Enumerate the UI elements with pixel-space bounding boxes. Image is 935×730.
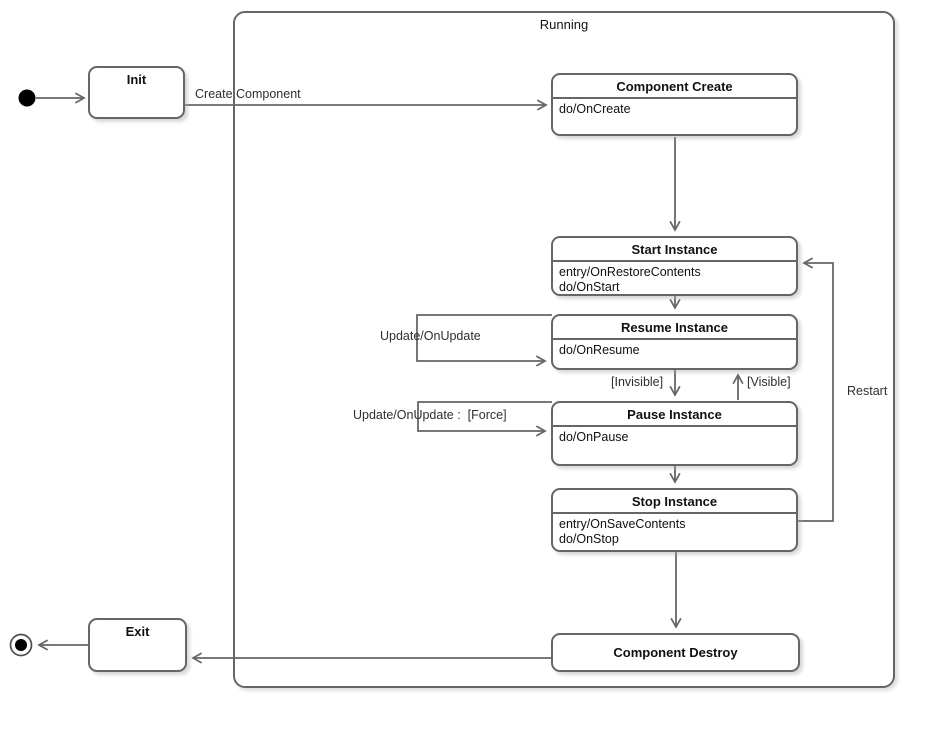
state-component-create[interactable]: Component Create do/OnCreate [551,73,798,136]
state-pause-instance-title: Pause Instance [553,403,796,427]
initial-state-icon [18,89,36,107]
state-resume-instance-title: Resume Instance [553,316,796,340]
state-exit-label: Exit [125,624,150,639]
final-state-icon [9,633,33,657]
state-component-destroy[interactable]: Component Destroy [551,633,800,672]
state-init[interactable]: Init [88,66,185,119]
state-resume-instance[interactable]: Resume Instance do/OnResume [551,314,798,370]
transition-label-update-force: Update/OnUpdate : [Force] [353,408,507,422]
transition-label-invisible: [Invisible] [611,375,664,389]
transition-resume-self-loop [416,314,552,367]
state-init-label: Init [126,72,147,87]
state-start-instance-activity: do/OnStart [559,280,620,294]
state-stop-instance-title: Stop Instance [553,490,796,514]
state-stop-instance[interactable]: Stop Instance entry/OnSaveContents do/On… [551,488,798,552]
composite-state-title: Running [539,17,589,32]
state-start-instance[interactable]: Start Instance entry/OnRestoreContents d… [551,236,798,296]
state-start-instance-activity: entry/OnRestoreContents [559,265,701,279]
state-exit[interactable]: Exit [88,618,187,672]
state-component-destroy-title: Component Destroy [613,645,738,660]
transition-label-restart: Restart [847,384,888,398]
state-resume-instance-activity: do/OnResume [559,343,640,357]
state-pause-instance[interactable]: Pause Instance do/OnPause [551,401,798,466]
transition-label-visible: [Visible] [747,375,791,389]
transition-restart [798,257,834,522]
state-component-create-title: Component Create [553,75,796,99]
state-component-create-activity: do/OnCreate [559,102,631,116]
transition-pause-self-loop [417,401,552,437]
state-pause-instance-activity: do/OnPause [559,430,629,444]
state-stop-instance-activity: entry/OnSaveContents [559,517,686,531]
state-stop-instance-activity: do/OnStop [559,532,619,546]
state-start-instance-title: Start Instance [553,238,796,262]
composite-state-running[interactable]: Running [233,11,895,688]
transition-label-update: Update/OnUpdate [380,329,481,343]
transition-label-create-component: Create Component [195,87,301,101]
